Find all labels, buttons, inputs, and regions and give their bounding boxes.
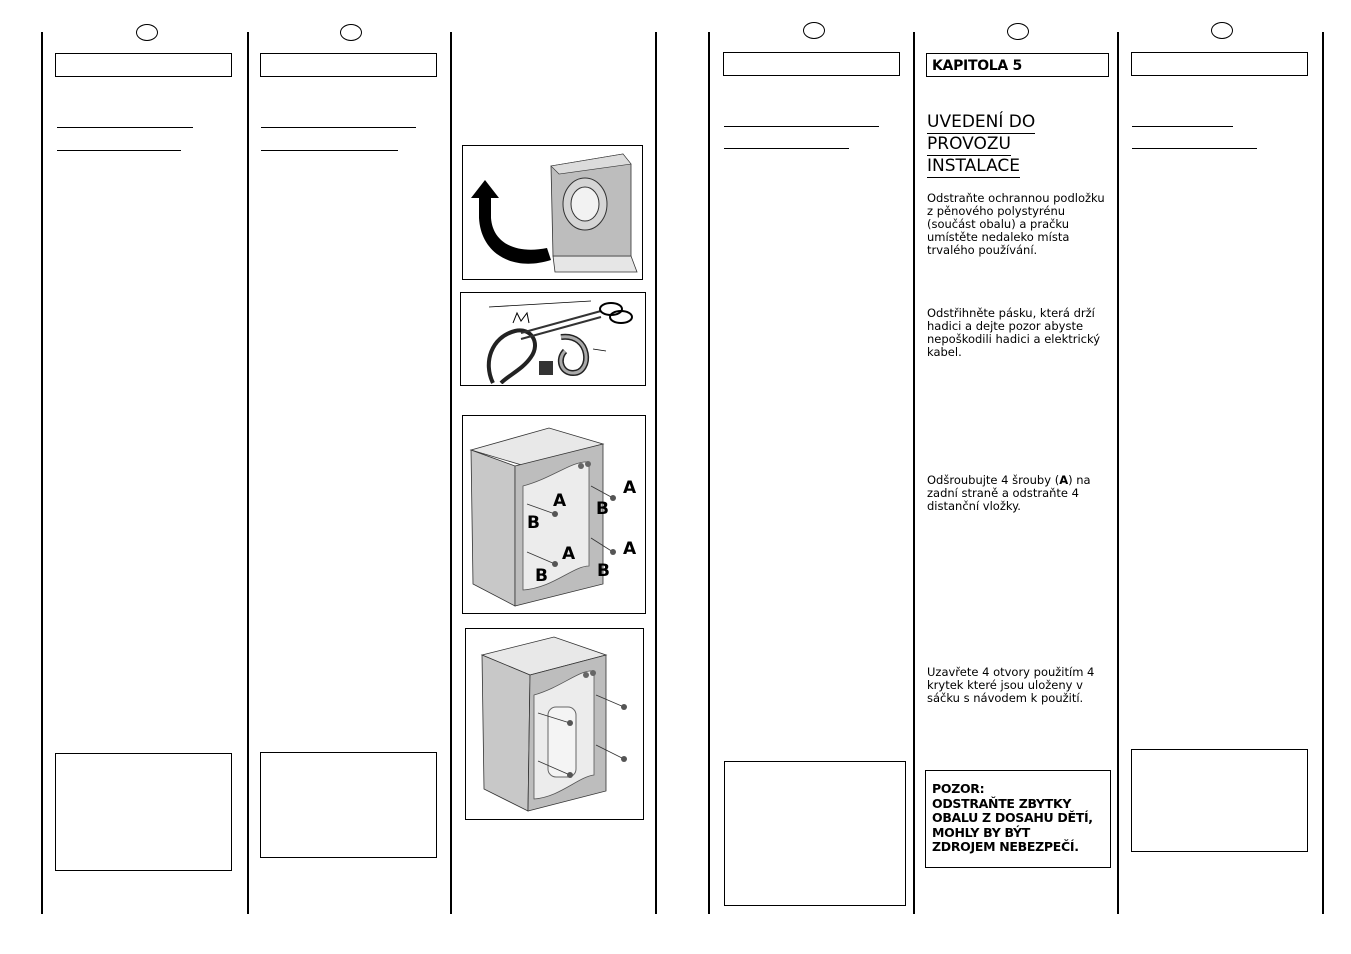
warning-box: POZOR: ODSTRAŇTE ZBYTKY OBALU Z DOSAHU D… xyxy=(925,770,1111,868)
screw-label: A xyxy=(623,539,637,559)
spacer-label: B xyxy=(535,566,548,586)
warning-line: MOHLY BY BÝT xyxy=(932,824,1031,840)
instruction-text: Odstraňte ochrannou podložku z pěnového … xyxy=(927,191,1105,257)
spacer-label: B xyxy=(597,561,610,581)
column-rule xyxy=(247,32,249,914)
section-heading-line: PROVOZU xyxy=(927,134,1011,156)
language-marker xyxy=(1211,22,1233,39)
screw-label: A xyxy=(623,478,637,498)
section-heading: UVEDENÍ DO PROVOZU INSTALACE xyxy=(927,112,1036,178)
heading-rule xyxy=(261,127,416,128)
language-marker xyxy=(1007,23,1029,40)
language-marker xyxy=(340,24,362,41)
heading-rule xyxy=(1132,148,1257,149)
note-box xyxy=(260,752,437,858)
column-rule xyxy=(1117,32,1119,914)
spacer-label: B xyxy=(527,513,540,533)
column-rule xyxy=(913,32,915,914)
chapter-title: KAPITOLA 5 xyxy=(932,58,1022,74)
note-box xyxy=(724,761,906,906)
screw-label: A xyxy=(553,491,567,511)
screw-label: A xyxy=(1059,473,1069,487)
column-rule xyxy=(655,32,657,914)
note-box xyxy=(55,753,232,871)
column-rule xyxy=(450,32,452,914)
warning-line: ODSTRAŇTE ZBYTKY xyxy=(932,795,1072,811)
spacer-label: B xyxy=(596,499,609,519)
chapter-box xyxy=(1131,52,1308,76)
heading-rule xyxy=(724,126,879,127)
section-heading-line: INSTALACE xyxy=(927,156,1021,178)
instruction-text: Uzavřete 4 otvory použitím 4 krytek kter… xyxy=(927,665,1095,705)
heading-rule xyxy=(57,150,181,151)
heading-rule xyxy=(1132,126,1233,127)
heading-rule xyxy=(261,150,398,151)
heading-rule xyxy=(724,148,849,149)
warning-line: POZOR: xyxy=(932,781,985,796)
note-box xyxy=(1131,749,1308,852)
language-marker xyxy=(136,24,158,41)
warning-line: ZDROJEM NEBEZPEČÍ. xyxy=(932,839,1079,854)
instruction-text-part: Odšroubujte 4 šrouby ( xyxy=(927,473,1060,487)
instruction-text-part: ) na zadní straně a odstraňte 4 distančn… xyxy=(927,473,1091,513)
chapter-box xyxy=(260,53,437,77)
column-rule xyxy=(41,32,43,914)
column-rule xyxy=(708,32,710,914)
figure-rear-covers xyxy=(465,628,644,820)
warning-line: OBALU Z DOSAHU DĚTÍ, xyxy=(932,810,1093,825)
figure-remove-base xyxy=(462,145,643,280)
heading-rule xyxy=(57,127,193,128)
screw-label: A xyxy=(562,544,576,564)
column-rule xyxy=(1322,32,1324,914)
chapter-box xyxy=(55,53,232,77)
section-heading-line: UVEDENÍ DO xyxy=(927,112,1036,134)
figure-cut-tape xyxy=(460,292,646,386)
instruction-text: Odstřihněte pásku, která drží hadici a d… xyxy=(927,306,1101,359)
chapter-box xyxy=(723,52,900,76)
instruction-text: Odšroubujte 4 šrouby (A) na zadní straně… xyxy=(927,474,1105,513)
lift-arrow-icon xyxy=(471,180,551,264)
figure-rear-screws: A A A A B B B B xyxy=(462,415,646,614)
chapter-box: KAPITOLA 5 xyxy=(926,53,1109,77)
language-marker xyxy=(803,22,825,39)
warning-text: POZOR: ODSTRAŇTE ZBYTKY OBALU Z DOSAHU D… xyxy=(932,781,1093,855)
